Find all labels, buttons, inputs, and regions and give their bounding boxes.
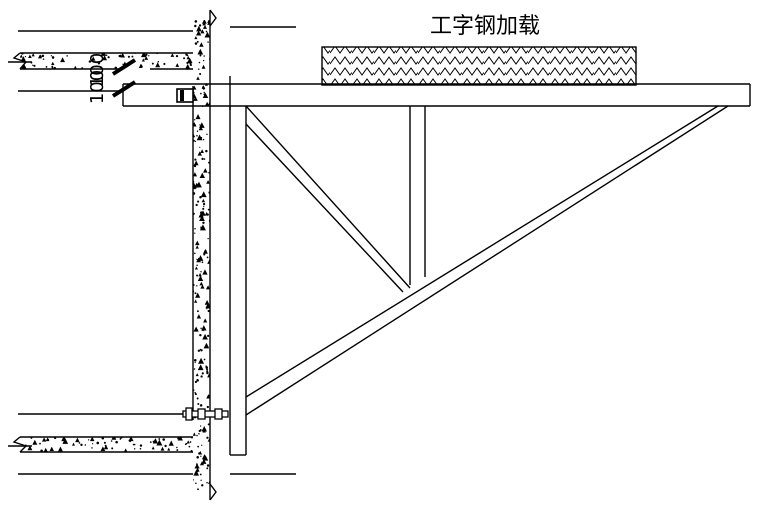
support-column: [229, 106, 247, 456]
concrete-wall: [192, 9, 217, 501]
i-beam: [122, 76, 751, 110]
load-title: 工字钢加载: [430, 14, 540, 39]
lower-slab: [8, 413, 296, 475]
load-block: [321, 46, 637, 86]
main-diagonal: [245, 105, 729, 416]
vertical-strut: [409, 106, 426, 285]
anchor-clip: [176, 88, 194, 103]
dimension-marks: 100 100: [87, 53, 137, 104]
upper-slab: [8, 26, 296, 92]
dimension-upper: 100: [87, 53, 108, 87]
dimension-lower: 100: [87, 70, 108, 104]
wall-bolt: [182, 407, 229, 421]
diagonal-brace: [245, 105, 411, 293]
